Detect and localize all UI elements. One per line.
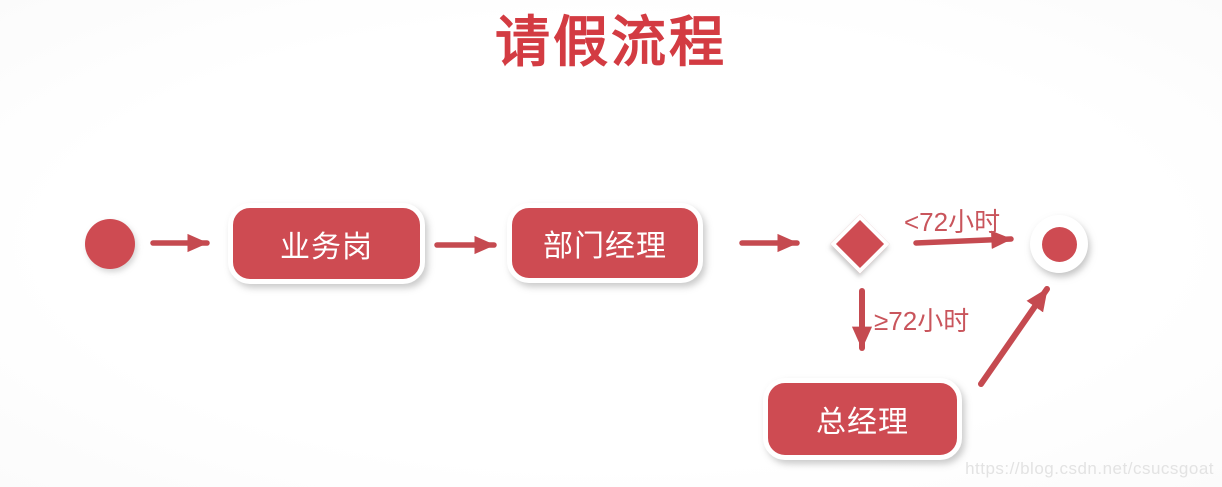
arrow-step3-to-end bbox=[978, 286, 1050, 387]
arrow-decision-to-end bbox=[913, 230, 1014, 250]
process-box-step2: 部门经理 bbox=[507, 203, 703, 283]
page-title: 请假流程 bbox=[494, 11, 727, 73]
process-box-step1-label: 业务岗 bbox=[280, 230, 373, 264]
branch-label-under-72h: <72小时 bbox=[904, 207, 1001, 237]
watermark: https://blog.csdn.net/csucsgoat bbox=[965, 459, 1214, 478]
process-box-step3-label: 总经理 bbox=[816, 406, 909, 439]
process-box-step3: 总经理 bbox=[763, 378, 962, 460]
process-box-step1: 业务岗 bbox=[228, 203, 425, 284]
end-node bbox=[1030, 215, 1088, 273]
decision-diamond bbox=[830, 214, 890, 274]
end-node-core bbox=[1041, 226, 1077, 262]
process-box-step2-label: 部门经理 bbox=[543, 230, 667, 263]
branch-label-over-72h: ≥72小时 bbox=[874, 306, 970, 336]
start-node bbox=[85, 219, 135, 269]
